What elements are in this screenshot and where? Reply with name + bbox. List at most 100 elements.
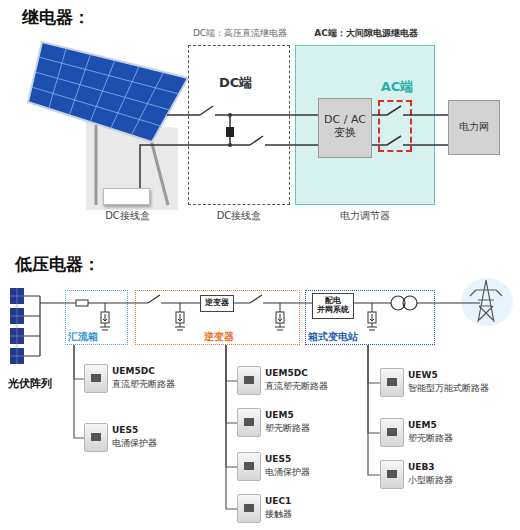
product-model: UEW5 — [408, 370, 438, 380]
product-model: UEM5DC — [265, 368, 308, 378]
product-model: UEM5DC — [112, 366, 155, 376]
group-text: 汇流箱 — [68, 331, 126, 343]
mount-backdrop — [86, 118, 178, 210]
pv-module — [10, 308, 24, 324]
product-name: 直流塑壳断路器 — [112, 379, 175, 389]
junction-dot — [228, 143, 232, 147]
product-icon — [380, 418, 404, 447]
product-icon — [380, 368, 404, 397]
product-item: UEM5DC 直流塑壳断路器 — [237, 366, 337, 396]
product-icon — [237, 408, 261, 437]
product-name: 接触器 — [265, 509, 292, 519]
pylon-symbol — [470, 280, 502, 322]
zone-text: AC端 — [368, 80, 426, 95]
product-icon-detail — [387, 470, 397, 478]
product-icon-detail — [387, 378, 397, 386]
solar-panel — [28, 42, 188, 142]
box-text: 电力网 — [449, 121, 499, 133]
dc-switch — [188, 106, 290, 145]
sky-backdrop — [461, 278, 513, 326]
panel-leg — [95, 120, 98, 205]
product-name: 电涌保护器 — [112, 438, 157, 448]
product-name: 电涌保护器 — [265, 467, 310, 477]
product-icon — [380, 460, 404, 489]
pv-module — [10, 328, 24, 344]
product-item: UEC1 接触器 — [237, 494, 337, 524]
junction-box: DC接线盒 — [103, 188, 150, 205]
product-icon-detail — [244, 376, 254, 384]
product-icon — [84, 364, 108, 393]
header-text: DC端：高压直流继电器 — [177, 28, 303, 38]
product-icon — [237, 494, 261, 523]
leader-line — [368, 345, 380, 433]
pv-module-grid — [10, 288, 24, 364]
surge-arrester — [275, 303, 285, 330]
product-name: 直流塑壳断路器 — [265, 381, 328, 391]
converter-box: DC / AC 变换 — [318, 98, 372, 158]
product-icon-detail — [244, 418, 254, 426]
surge-arrester — [276, 312, 284, 323]
leader-line — [226, 345, 237, 509]
box-text: 配电 并网系统 — [313, 296, 353, 314]
panel-wire — [140, 115, 188, 188]
product-item: UEM5塑壳断路器 — [380, 418, 480, 448]
bus-wire — [65, 302, 128, 303]
surge-arrester — [100, 303, 110, 330]
surge-arrester — [367, 303, 377, 330]
surge-arrester — [176, 312, 184, 323]
pv-module — [10, 348, 24, 364]
product-item: UEW5智能型万能式断路器 — [380, 368, 510, 398]
caption-text: 电力调节器 — [296, 210, 434, 222]
array-label: 光伏阵列 — [8, 378, 52, 391]
product-icon-detail — [91, 374, 101, 382]
product-model: UEM5 — [265, 410, 294, 420]
transformer-symbol — [391, 296, 405, 310]
product-item: UEB3小型断路器 — [380, 460, 480, 490]
surge-arrester — [175, 303, 185, 330]
group-text: 箱式变电站 — [308, 331, 398, 343]
grid-system-box: 配电 并网系统 — [312, 293, 354, 319]
box-text: DC / AC 变换 — [319, 114, 371, 139]
product-model: UEC1 — [265, 496, 291, 506]
group-text: 逆变器 — [204, 331, 264, 343]
panel-leg — [150, 136, 168, 205]
substation-group: 箱式变电站 配电 并网系统 — [305, 290, 435, 345]
surge-arrester — [368, 312, 376, 323]
inverter-box: 逆变器 — [200, 295, 234, 312]
product-name: 塑壳断路器 — [265, 423, 310, 433]
panel-grid — [32, 48, 180, 135]
leader-line — [226, 345, 237, 423]
wire-connector — [128, 302, 135, 303]
caption-text: DC接线盒 — [84, 210, 171, 222]
section-title: 低压电器： — [15, 255, 100, 275]
product-model: UES5 — [265, 454, 291, 464]
product-icon — [237, 366, 261, 395]
product-icon-detail — [244, 462, 254, 470]
product-model: UES5 — [112, 425, 138, 435]
header-text: AC端：大间隙电源继电器 — [288, 28, 444, 38]
product-icon-detail — [244, 504, 254, 512]
product-icon — [237, 452, 261, 481]
product-item: UEM5DC 直流塑壳断路器 — [84, 364, 184, 394]
combiner-group: 汇流箱 — [65, 290, 128, 345]
box-text: 逆变器 — [201, 298, 233, 307]
product-icon-detail — [387, 428, 397, 436]
transformer-symbol — [403, 296, 417, 310]
zone-text: DC端 — [219, 76, 279, 91]
fuse-symbol — [226, 127, 234, 137]
junction-dot — [228, 113, 232, 117]
product-icon — [84, 423, 108, 452]
leader-line — [226, 345, 237, 467]
grid-box: 电力网 — [448, 100, 500, 155]
fuse-symbol — [76, 300, 88, 306]
pv-module — [10, 288, 24, 304]
leader-line — [368, 345, 380, 475]
power-conditioner-box: AC端：大间隙电源继电器电力调节器DC / AC 变换AC端 — [295, 45, 435, 205]
product-item: UES5 电涌保护器 — [237, 452, 337, 482]
leader-line — [74, 345, 84, 438]
inverter-group: 逆变器逆变器 — [135, 290, 300, 345]
leader-line — [368, 345, 380, 383]
caption-text: DC接线盒 — [189, 210, 289, 222]
product-model: UEB3 — [408, 462, 435, 472]
section-title: 继电器： — [22, 8, 90, 28]
